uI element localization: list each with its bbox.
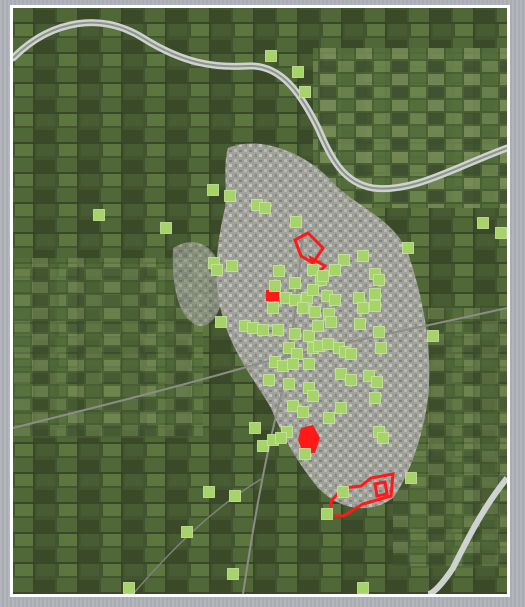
location-marker[interactable] bbox=[335, 368, 347, 380]
location-marker[interactable] bbox=[303, 330, 315, 342]
farmland-northeast bbox=[313, 48, 507, 208]
location-marker[interactable] bbox=[402, 242, 414, 254]
location-marker[interactable] bbox=[289, 294, 301, 306]
location-marker[interactable] bbox=[312, 320, 324, 332]
location-marker[interactable] bbox=[181, 526, 193, 538]
location-marker[interactable] bbox=[369, 300, 381, 312]
location-marker[interactable] bbox=[224, 190, 236, 202]
location-marker[interactable] bbox=[203, 486, 215, 498]
location-marker[interactable] bbox=[353, 292, 365, 304]
location-marker[interactable] bbox=[215, 316, 227, 328]
location-marker[interactable] bbox=[275, 432, 287, 444]
location-marker[interactable] bbox=[322, 338, 334, 350]
location-marker[interactable] bbox=[211, 264, 223, 276]
highlighted-parcels[interactable] bbox=[293, 231, 395, 518]
river-southeast bbox=[427, 476, 507, 594]
point-markers[interactable] bbox=[93, 50, 507, 594]
location-marker[interactable] bbox=[257, 324, 269, 336]
location-marker[interactable] bbox=[369, 288, 381, 300]
location-marker[interactable] bbox=[299, 86, 311, 98]
highlighted-parcel-north[interactable] bbox=[293, 231, 325, 266]
location-marker[interactable] bbox=[477, 217, 489, 229]
location-marker[interactable] bbox=[283, 342, 295, 354]
location-marker[interactable] bbox=[371, 376, 383, 388]
location-marker[interactable] bbox=[229, 490, 241, 502]
location-marker[interactable] bbox=[247, 322, 259, 334]
location-marker[interactable] bbox=[345, 374, 357, 386]
farmland-west bbox=[13, 258, 203, 438]
location-marker[interactable] bbox=[249, 422, 261, 434]
location-marker[interactable] bbox=[227, 568, 239, 580]
location-marker[interactable] bbox=[329, 294, 341, 306]
road bbox=[132, 477, 264, 594]
road bbox=[13, 307, 507, 429]
location-marker[interactable] bbox=[357, 250, 369, 262]
highlighted-areas[interactable] bbox=[266, 290, 320, 453]
location-marker[interactable] bbox=[291, 348, 303, 360]
river-north-channel bbox=[13, 21, 507, 190]
location-marker[interactable] bbox=[338, 254, 350, 266]
location-marker[interactable] bbox=[363, 370, 375, 382]
location-marker[interactable] bbox=[287, 358, 299, 370]
location-marker[interactable] bbox=[226, 260, 238, 272]
location-marker[interactable] bbox=[321, 508, 333, 520]
location-marker[interactable] bbox=[495, 227, 507, 239]
location-marker[interactable] bbox=[265, 50, 277, 62]
location-marker[interactable] bbox=[273, 265, 285, 277]
location-marker[interactable] bbox=[307, 284, 319, 296]
location-marker[interactable] bbox=[357, 302, 369, 314]
location-marker[interactable] bbox=[289, 277, 301, 289]
highlighted-block-south[interactable] bbox=[298, 425, 320, 453]
location-marker[interactable] bbox=[292, 66, 304, 78]
location-marker[interactable] bbox=[93, 209, 105, 221]
satellite-map[interactable] bbox=[13, 8, 507, 594]
map-viewport[interactable] bbox=[13, 8, 507, 594]
location-marker[interactable] bbox=[375, 342, 387, 354]
location-marker[interactable] bbox=[335, 402, 347, 414]
location-marker[interactable] bbox=[369, 392, 381, 404]
location-marker[interactable] bbox=[354, 318, 366, 330]
location-marker[interactable] bbox=[281, 426, 293, 438]
location-marker[interactable] bbox=[373, 326, 385, 338]
location-marker[interactable] bbox=[207, 184, 219, 196]
location-marker[interactable] bbox=[357, 582, 369, 594]
location-marker[interactable] bbox=[283, 378, 295, 390]
location-marker[interactable] bbox=[309, 306, 321, 318]
location-marker[interactable] bbox=[263, 374, 275, 386]
location-marker[interactable] bbox=[290, 216, 302, 228]
highlighted-block-west[interactable] bbox=[266, 290, 279, 301]
location-marker[interactable] bbox=[337, 486, 349, 498]
location-marker[interactable] bbox=[377, 432, 389, 444]
location-marker[interactable] bbox=[345, 348, 357, 360]
map-frame bbox=[10, 5, 510, 597]
location-marker[interactable] bbox=[272, 324, 284, 336]
location-marker[interactable] bbox=[123, 582, 135, 594]
location-marker[interactable] bbox=[289, 328, 301, 340]
location-marker[interactable] bbox=[297, 406, 309, 418]
location-marker[interactable] bbox=[329, 264, 341, 276]
location-marker[interactable] bbox=[257, 440, 269, 452]
location-marker[interactable] bbox=[259, 202, 271, 214]
location-marker[interactable] bbox=[267, 302, 279, 314]
location-marker[interactable] bbox=[307, 264, 319, 276]
location-marker[interactable] bbox=[160, 222, 172, 234]
location-marker[interactable] bbox=[323, 412, 335, 424]
location-marker[interactable] bbox=[287, 400, 299, 412]
location-marker[interactable] bbox=[427, 330, 439, 342]
highlighted-parcel-south[interactable] bbox=[329, 472, 395, 518]
location-marker[interactable] bbox=[299, 448, 311, 460]
location-marker[interactable] bbox=[269, 280, 281, 292]
location-marker[interactable] bbox=[405, 472, 417, 484]
location-marker[interactable] bbox=[303, 358, 315, 370]
location-marker[interactable] bbox=[373, 274, 385, 286]
location-marker[interactable] bbox=[325, 316, 337, 328]
location-marker[interactable] bbox=[277, 360, 289, 372]
location-marker[interactable] bbox=[307, 390, 319, 402]
highlighted-parcel-south-inner[interactable] bbox=[373, 480, 389, 498]
location-marker[interactable] bbox=[317, 270, 329, 282]
location-marker[interactable] bbox=[297, 302, 309, 314]
